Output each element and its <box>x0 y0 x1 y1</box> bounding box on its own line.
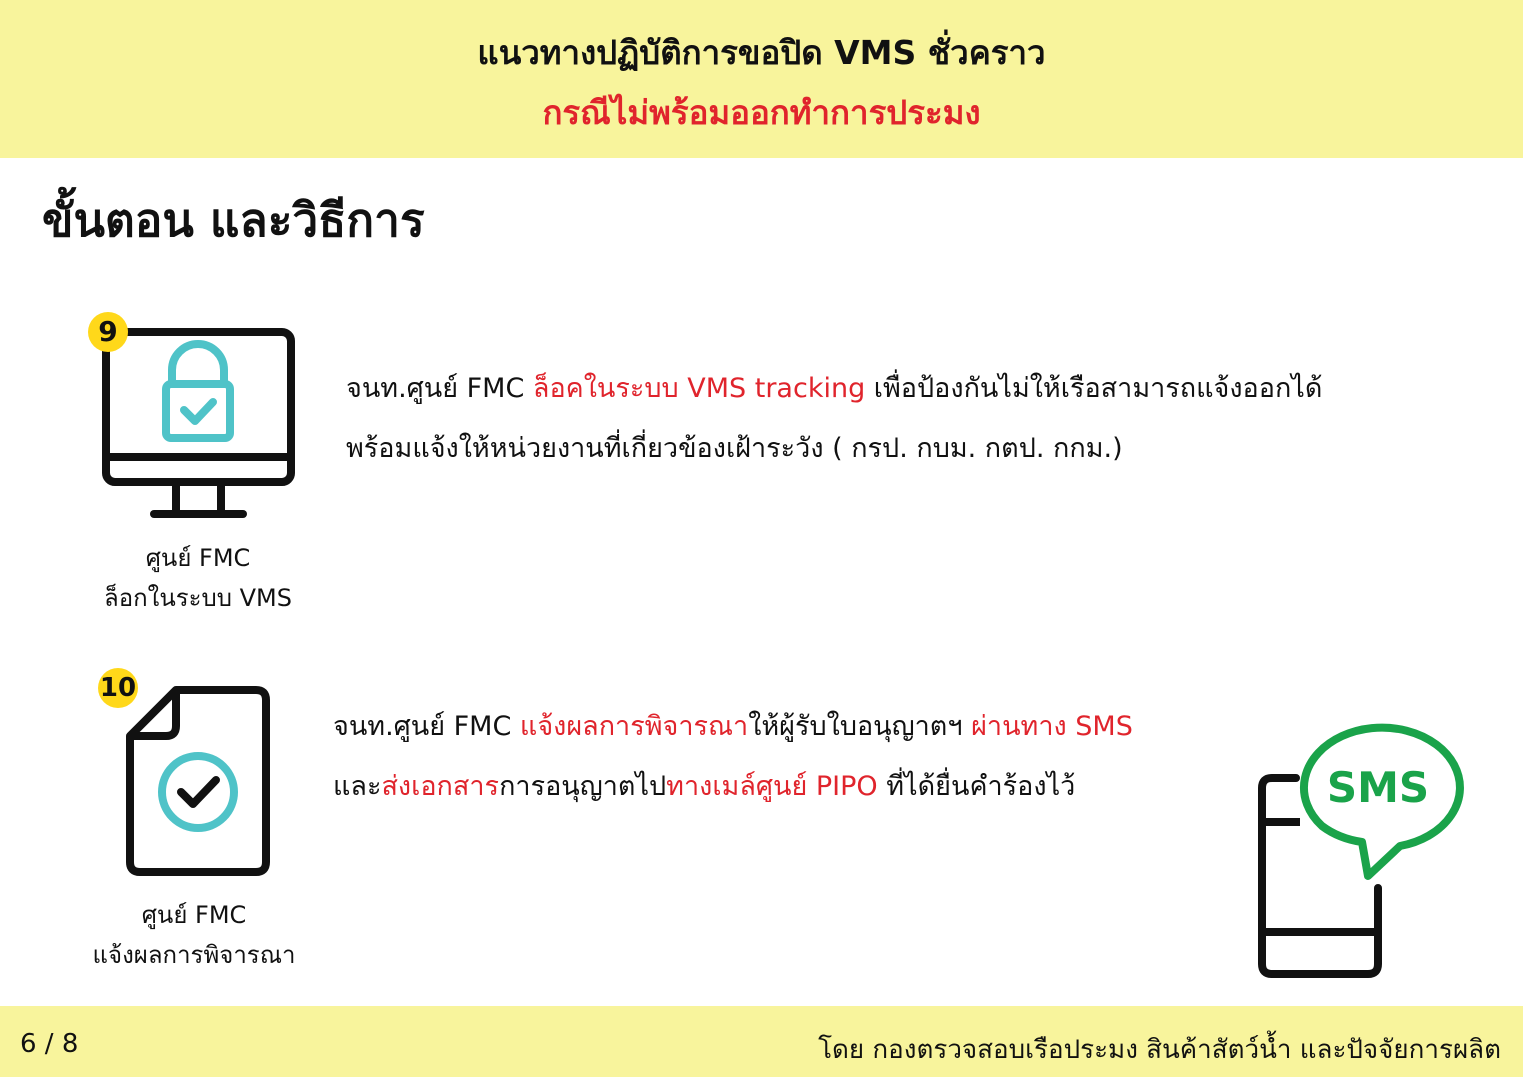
step-description: จนท.ศูนย์ FMC แจ้งผลการพิจารณาให้ผู้รับใ… <box>333 697 1133 817</box>
document-check-icon <box>126 686 270 876</box>
description-text: การอนุญาตไป <box>499 771 667 802</box>
highlight-text: ส่งเอกสาร <box>381 771 500 802</box>
description-text: เพื่อป้องกันไม่ให้เรือสามารถแจ้งออกได้ <box>865 373 1323 404</box>
highlight-text: ทางเมล์ศูนย์ PIPO <box>666 771 878 802</box>
description-text: จนท.ศูนย์ FMC <box>333 711 520 742</box>
description-text: ที่ได้ยื่นคำร้องไว้ <box>877 771 1076 802</box>
header-banner: แนวทางปฏิบัติการขอปิด VMS ชั่วคราว กรณีไ… <box>0 0 1523 158</box>
highlight-text: แจ้งผลการพิจารณา <box>519 711 749 742</box>
page-number: 6 / 8 <box>20 1029 79 1059</box>
section-title: ขั้นตอน และวิธีการ <box>42 193 425 247</box>
highlight-text: ล็อคในระบบ VMS tracking <box>532 373 866 404</box>
monitor-lock-icon <box>102 328 295 518</box>
sms-bubble-text: SMS <box>1327 763 1429 812</box>
caption-line: ศูนย์ FMC <box>141 901 247 929</box>
phone-sms-icon: SMS <box>1258 723 1464 978</box>
description-line: พร้อมแจ้งให้หน่วยงานที่เกี่ยวข้องเฝ้าระว… <box>346 433 1123 464</box>
page-subtitle: กรณีไม่พร้อมออกทำการประมง <box>542 93 981 132</box>
footer-bar: 6 / 8 โดย กองตรวจสอบเรือประมง สินค้าสัตว… <box>0 1006 1523 1077</box>
step-number-badge: 9 <box>88 312 128 352</box>
description-text: และ <box>333 771 382 802</box>
organization-credit: โดย กองตรวจสอบเรือประมง สินค้าสัตว์น้ำ แ… <box>818 1035 1501 1065</box>
step-number-badge: 10 <box>98 668 138 708</box>
caption-line: ศูนย์ FMC <box>145 544 251 572</box>
description-text: ให้ผู้รับใบอนุญาตฯ <box>748 711 972 742</box>
page-title: แนวทางปฏิบัติการขอปิด VMS ชั่วคราว <box>477 33 1046 72</box>
caption-line: แจ้งผลการพิจารณา <box>92 941 296 969</box>
caption-line: ล็อกในระบบ VMS <box>103 584 292 612</box>
description-line: จนท.ศูนย์ FMC ล็อคในระบบ VMS tracking เพ… <box>346 359 1322 419</box>
highlight-text: ผ่านทาง SMS <box>971 711 1133 742</box>
description-line: และส่งเอกสารการอนุญาตไปทางเมล์ศูนย์ PIPO… <box>333 757 1133 817</box>
step-caption: ศูนย์ FMC แจ้งผลการพิจารณา <box>56 895 332 975</box>
description-text: จนท.ศูนย์ FMC <box>346 373 533 404</box>
description-line: จนท.ศูนย์ FMC แจ้งผลการพิจารณาให้ผู้รับใ… <box>333 697 1133 757</box>
step-description: จนท.ศูนย์ FMC ล็อคในระบบ VMS tracking เพ… <box>346 359 1322 479</box>
step-caption: ศูนย์ FMC ล็อกในระบบ VMS <box>60 538 336 618</box>
